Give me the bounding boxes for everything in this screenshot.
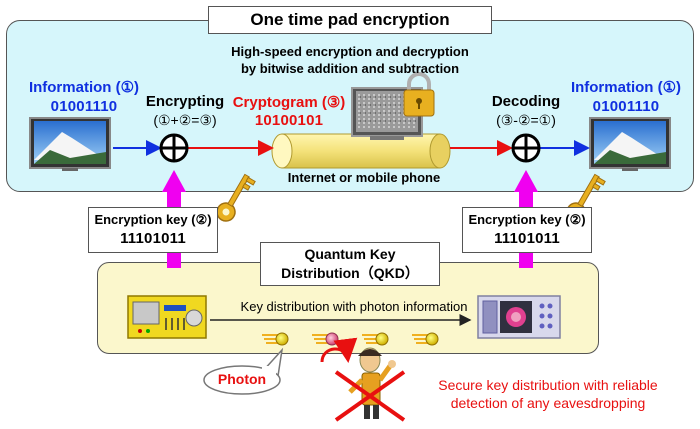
monitor-icon	[589, 117, 671, 171]
decoding-label: Decoding	[491, 93, 561, 110]
photon-icon	[312, 332, 339, 346]
encryption-key-left-label: Encryption key (②)	[94, 212, 212, 227]
info-left: Information (①) 01001110	[14, 78, 154, 116]
monitor-icon	[29, 117, 111, 171]
subtitle: High-speed encryption and decryption by …	[200, 43, 500, 77]
encryption-key-right-label: Encryption key (②)	[468, 212, 586, 227]
encrypting-formula: (①+②=③)	[153, 112, 217, 128]
key-icon	[216, 173, 256, 222]
qkd-title: Quantum Key Distribution（QKD）	[260, 242, 440, 286]
info-right: Information (①) 01001110	[556, 78, 696, 116]
encrypting-label: Encrypting	[145, 93, 225, 110]
page-title: One time pad encryption	[208, 6, 492, 34]
cryptogram-block: Cryptogram (③) 10100101	[224, 94, 354, 130]
cryptogram-bits: 10100101	[254, 112, 324, 129]
photon-bubble	[203, 347, 284, 395]
receiver-device-icon	[477, 295, 561, 339]
secure-note-line-1: Secure key distribution with reliable	[438, 377, 658, 393]
photon-label: Photon	[217, 371, 267, 387]
qkd-title-line-2: Distribution（QKD）	[281, 265, 419, 281]
key-distribution-label: Key distribution with photon information	[240, 299, 468, 314]
encryption-key-left: Encryption key (②) 11101011	[88, 207, 218, 253]
secure-distribution-note: Secure key distribution with reliable de…	[398, 376, 698, 412]
xor-operator-icon	[159, 133, 189, 163]
decoding-formula: (③-②=①)	[496, 112, 556, 128]
subtitle-line-1: High-speed encryption and decryption	[231, 44, 469, 59]
photon-icon	[362, 332, 389, 346]
encryption-key-right-bits: 11101011	[494, 230, 560, 247]
qkd-title-line-1: Quantum Key	[304, 246, 396, 262]
channel-pipe	[271, 133, 451, 169]
cryptogram-label: Cryptogram (③)	[232, 94, 346, 111]
blocked-cross	[334, 370, 406, 422]
info-left-label: Information (①)	[28, 79, 140, 96]
secure-note-line-2: detection of any eavesdropping	[450, 395, 646, 411]
photon-icon	[262, 332, 289, 346]
subtitle-line-2: by bitwise addition and subtraction	[240, 61, 460, 76]
channel-label: Internet or mobile phone	[287, 170, 441, 185]
info-right-label: Information (①)	[570, 79, 682, 96]
encrypting-block: Encrypting (①+②=③)	[125, 92, 245, 130]
decoding-block: Decoding (③-②=①)	[466, 92, 586, 130]
interception-arrow	[320, 337, 358, 363]
xor-operator-icon	[511, 133, 541, 163]
transmitter-device-icon	[127, 295, 207, 339]
info-right-bits: 01001110	[592, 98, 660, 115]
padlock-icon	[403, 72, 435, 117]
encryption-key-left-bits: 11101011	[120, 230, 186, 247]
eavesdropper-icon	[348, 347, 396, 419]
info-left-bits: 01001110	[50, 98, 118, 115]
encryption-key-right: Encryption key (②) 11101011	[462, 207, 592, 253]
photon-icon	[412, 332, 439, 346]
